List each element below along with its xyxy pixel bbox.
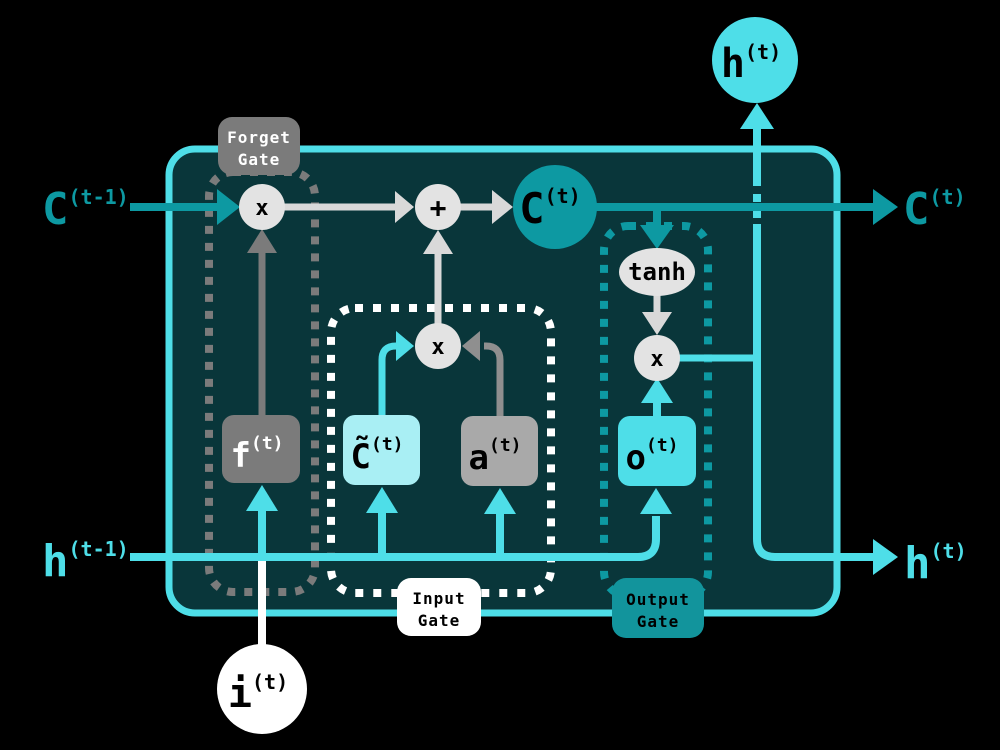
candidate-label: C̃(t) xyxy=(351,434,404,477)
forget-gate-label-line2: Gate xyxy=(238,150,281,169)
input-activation-box xyxy=(461,416,538,486)
multiply-node-forget xyxy=(239,184,285,230)
input-gate-label-line1: Input xyxy=(412,589,465,608)
output-gate-label-line1: Output xyxy=(626,590,690,609)
output-activation-arrowhead xyxy=(641,378,673,403)
plus-icon: + xyxy=(430,191,447,224)
multiply-icon-input: x xyxy=(431,335,444,360)
output-gate-label-box xyxy=(612,578,704,638)
hidden-output-arrowhead xyxy=(873,539,898,575)
hidden-out-label: h(t) xyxy=(904,538,967,589)
activation-to-multiply-arrowhead xyxy=(462,331,480,361)
candidate-to-multiply-shaft xyxy=(378,342,398,418)
input-gate-region xyxy=(327,304,555,597)
hidden-output-line-main xyxy=(753,224,875,561)
cell-state-prev-label: C(t-1) xyxy=(42,184,129,235)
forget-gate-label-line1: Forget xyxy=(227,128,291,147)
input-gate-label-line2: Gate xyxy=(418,611,461,630)
cell-state-input-arrowhead xyxy=(217,189,240,225)
cell-state-output-arrowhead xyxy=(873,189,898,225)
cell-state-node xyxy=(513,165,597,249)
hidden-branch-forget-arrowhead xyxy=(246,485,278,511)
output-activation-box xyxy=(618,416,696,486)
forget-to-add-arrowhead xyxy=(395,191,414,223)
forget-gate-label-box xyxy=(218,117,300,175)
hidden-branch-candidate-arrowhead xyxy=(366,487,398,513)
candidate-to-multiply-arrowhead xyxy=(396,331,414,361)
hidden-state-circle-top xyxy=(712,17,798,103)
forget-activation-box xyxy=(222,415,300,483)
tanh-to-multiply-arrowhead xyxy=(642,312,672,335)
output-activation-label: o(t) xyxy=(626,435,679,478)
cell-state-out-label: C(t) xyxy=(903,184,966,235)
tanh-branch-arrowhead xyxy=(640,225,674,249)
cell-state-node-label: C(t) xyxy=(519,184,580,233)
multiply-node-input xyxy=(415,323,461,369)
output-gate-label-line2: Gate xyxy=(637,612,680,631)
multiply-icon-output: x xyxy=(650,347,663,372)
hidden-prev-line xyxy=(130,516,660,561)
hidden-branch-activation-arrowhead xyxy=(484,488,516,514)
forget-activation-arrowhead xyxy=(247,229,277,253)
input-activation-label: a(t) xyxy=(469,435,522,478)
input-multiply-to-add-arrowhead xyxy=(423,230,453,254)
candidate-box xyxy=(343,415,420,485)
output-gate-region xyxy=(600,222,712,600)
activation-to-multiply-shaft xyxy=(484,342,504,418)
hidden-prev-label: h(t-1) xyxy=(42,536,129,587)
input-label: i(t) xyxy=(228,670,288,717)
multiply-icon-forget: x xyxy=(255,196,268,221)
tanh-label: tanh xyxy=(628,258,686,286)
input-circle xyxy=(217,644,307,734)
hidden-out-top-label: h(t) xyxy=(721,40,781,87)
forget-activation-label: f(t) xyxy=(231,433,284,476)
tanh-node xyxy=(619,248,695,296)
add-node xyxy=(415,184,461,230)
hidden-to-output-arrowhead xyxy=(640,488,672,514)
hidden-top-arrowhead xyxy=(740,103,774,129)
input-gate-label-box xyxy=(397,578,481,636)
multiply-node-output xyxy=(634,335,680,381)
add-to-cell-arrowhead xyxy=(492,190,513,224)
